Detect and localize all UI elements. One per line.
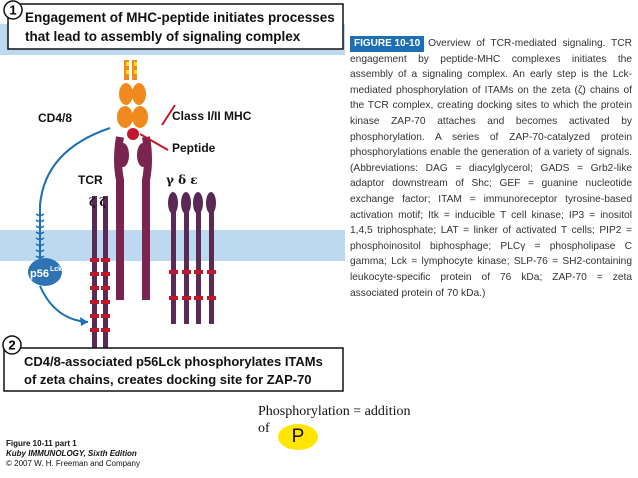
p56-lck: p56 Lck xyxy=(28,258,89,326)
p56-sup-label: Lck xyxy=(50,266,62,273)
phosphorylation-note: Phosphorylation = addition of xyxy=(258,403,411,437)
step-2-badge xyxy=(2,335,22,355)
p56-label: p56 xyxy=(30,268,49,280)
cd3-chains xyxy=(168,192,216,324)
mhc-pointer xyxy=(161,104,176,126)
credit-line1: Figure 10-11 part 1 xyxy=(6,439,77,448)
peptide xyxy=(127,128,139,140)
note-line2: of xyxy=(258,421,270,436)
credit-line2: Kuby IMMUNOLOGY, Sixth Edition xyxy=(6,449,137,458)
tcr-receptor xyxy=(114,136,152,300)
step-2-box: 2 CD4/8-associated p56Lck phosphorylates… xyxy=(2,335,344,392)
tcr-label: TCR xyxy=(78,173,103,187)
phosphate-symbol: P xyxy=(278,424,318,450)
step-1-title-line2: that lead to assembly of signaling compl… xyxy=(25,29,301,44)
cd48-label: CD4/8 xyxy=(38,111,72,125)
step-1-badge xyxy=(3,0,23,20)
step-1-number: 1 xyxy=(9,3,16,18)
tcr-signaling-diagram: 1 Engagement of MHC-peptide initiates pr… xyxy=(0,0,345,392)
mhc-molecule xyxy=(117,60,148,128)
zeta-label: ζ ζ xyxy=(89,196,106,209)
credit-line3: © 2007 W. H. Freeman and Company xyxy=(6,459,140,468)
step-2-title-line1: CD4/8-associated p56Lck phosphorylates I… xyxy=(24,354,323,369)
figure-label: FIGURE 10-10 xyxy=(350,36,425,52)
zeta-chains xyxy=(90,196,110,350)
caption-text: Overview of TCR-mediated signaling. TCR … xyxy=(350,38,632,299)
step-2-number: 2 xyxy=(8,338,15,353)
figure-credit: Figure 10-11 part 1 Kuby IMMUNOLOGY, Six… xyxy=(6,439,140,469)
step-1-box: 1 Engagement of MHC-peptide initiates pr… xyxy=(3,0,344,50)
peptide-label: Peptide xyxy=(172,141,216,155)
gde-label: γ δ ε xyxy=(166,173,198,187)
step-2-title-line2: of zeta chains, creates docking site for… xyxy=(24,372,312,387)
note-line1: Phosphorylation = addition xyxy=(258,404,411,419)
step-1-title-line1: Engagement of MHC-peptide initiates proc… xyxy=(25,10,335,25)
cd48-coreceptor xyxy=(35,127,111,262)
peptide-pointer xyxy=(139,133,169,151)
mhc-label: Class I/II MHC xyxy=(172,109,252,123)
